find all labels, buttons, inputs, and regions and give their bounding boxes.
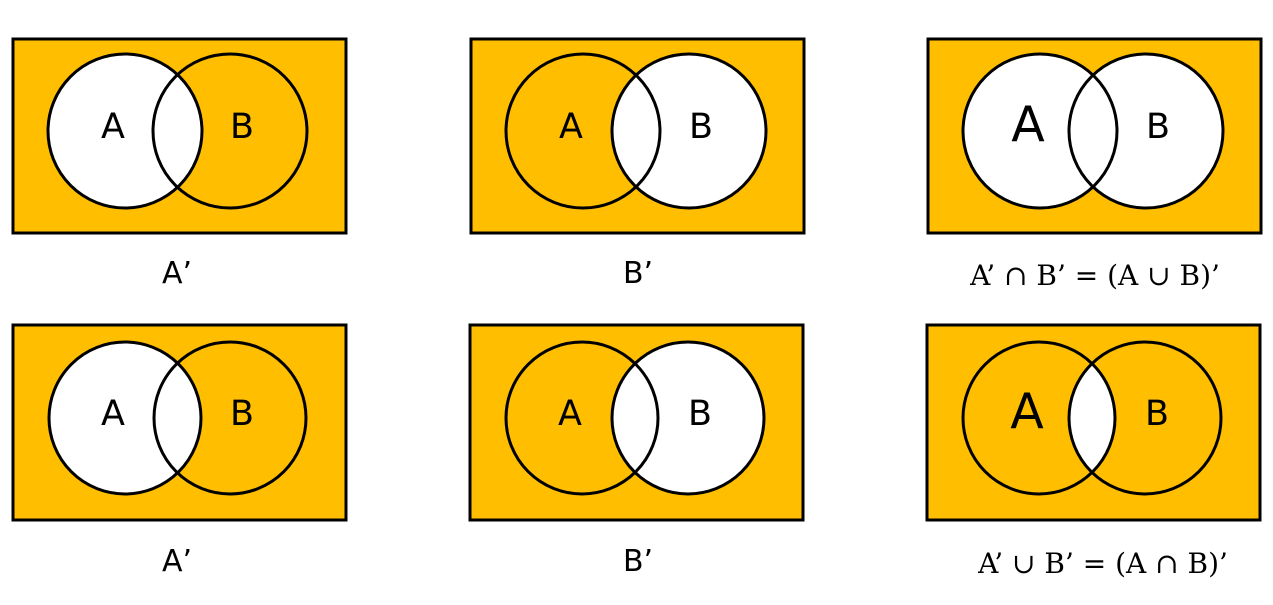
venn-row2-a-complement: A B A’ <box>11 323 348 579</box>
venn-row1-b-complement: A B B’ <box>469 37 806 291</box>
set-b-label: B <box>1146 107 1170 147</box>
set-a-region <box>506 342 658 494</box>
set-a-label: A <box>1011 96 1045 153</box>
set-a-label: A <box>101 394 125 434</box>
venn-row1-a-complement: A B A’ <box>11 37 348 291</box>
set-a-label: A <box>558 394 582 434</box>
diagram-caption: B’ <box>623 256 653 291</box>
set-b-label: B <box>230 394 254 434</box>
diagram-caption: A’ <box>162 544 192 579</box>
set-b-label: B <box>1145 394 1169 434</box>
set-a-label: A <box>559 107 583 147</box>
set-b-outline <box>610 340 766 496</box>
set-b-region <box>612 342 764 494</box>
set-a-outline <box>47 340 203 496</box>
set-a-outline <box>46 52 204 210</box>
venn-row2-union-of-complements: A B A’ ∪ B’ = (A ∩ B)’ <box>925 323 1262 580</box>
diagram-caption: A’ <box>162 256 192 291</box>
venn-row2-b-complement: A B B’ <box>468 323 805 579</box>
diagram-caption: A’ ∩ B’ = (A ∪ B)’ <box>969 259 1220 292</box>
set-b-outline <box>152 340 308 496</box>
set-b-label: B <box>689 107 713 147</box>
diagram-caption: B’ <box>623 544 653 579</box>
set-b-outline <box>151 52 309 210</box>
set-b-label: B <box>688 394 712 434</box>
set-a-label: A <box>101 107 125 147</box>
set-a-label: A <box>1010 383 1044 440</box>
set-a-region <box>963 342 1115 494</box>
set-b-outline <box>610 52 768 210</box>
set-a-outline <box>504 52 662 210</box>
diagram-caption: A’ ∪ B’ = (A ∩ B)’ <box>977 547 1228 580</box>
set-b-outline <box>1067 52 1225 210</box>
set-b-label: B <box>230 107 254 147</box>
set-b-outline <box>1067 340 1223 496</box>
set-a-outline <box>961 52 1119 210</box>
venn-row1-intersection-of-complements: A B A’ ∩ B’ = (A ∪ B)’ <box>926 37 1263 292</box>
set-a-outline <box>961 340 1117 496</box>
set-b-region <box>1069 342 1221 494</box>
set-a-outline <box>504 340 660 496</box>
